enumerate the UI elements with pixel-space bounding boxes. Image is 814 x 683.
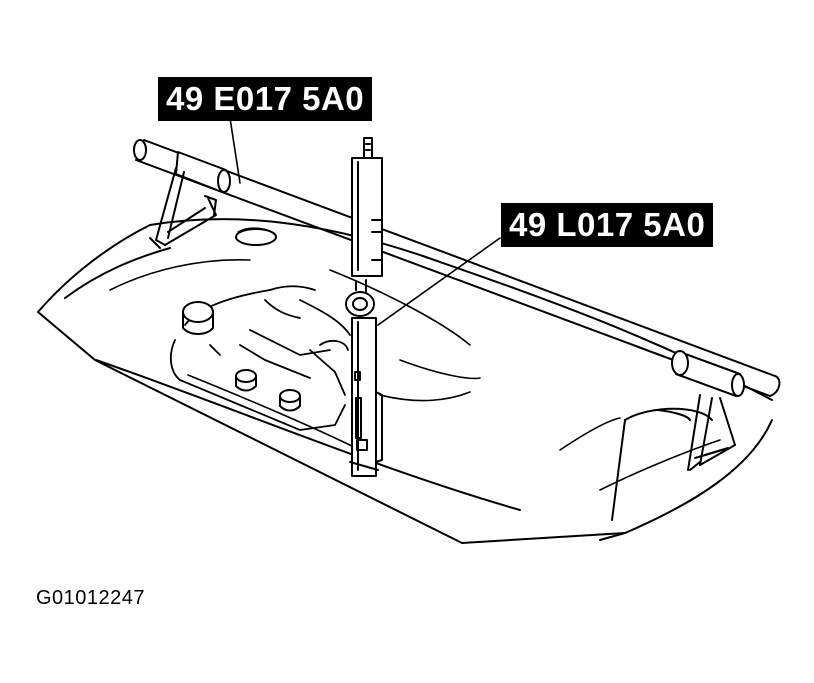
leader-lines <box>229 117 501 326</box>
strut-tower-right <box>611 407 713 521</box>
leader-line-a <box>229 117 241 184</box>
support-bar <box>133 139 781 397</box>
engine-block <box>169 285 351 431</box>
bay-contours <box>109 258 721 491</box>
oval-mark <box>235 228 277 246</box>
filler-caps <box>182 301 301 412</box>
callout-tool-49-e017: 49 E017 5A0 <box>158 77 373 121</box>
leader-line-b <box>377 237 501 326</box>
figure-id-label: G01012247 <box>36 587 146 609</box>
engine-bay-outline <box>37 218 773 544</box>
callout-tool-49-l017: 49 L017 5A0 <box>501 203 714 247</box>
engine-hanger-tool <box>345 137 383 477</box>
left-bar-clamp <box>149 151 231 249</box>
right-bar-clamp <box>671 350 745 471</box>
